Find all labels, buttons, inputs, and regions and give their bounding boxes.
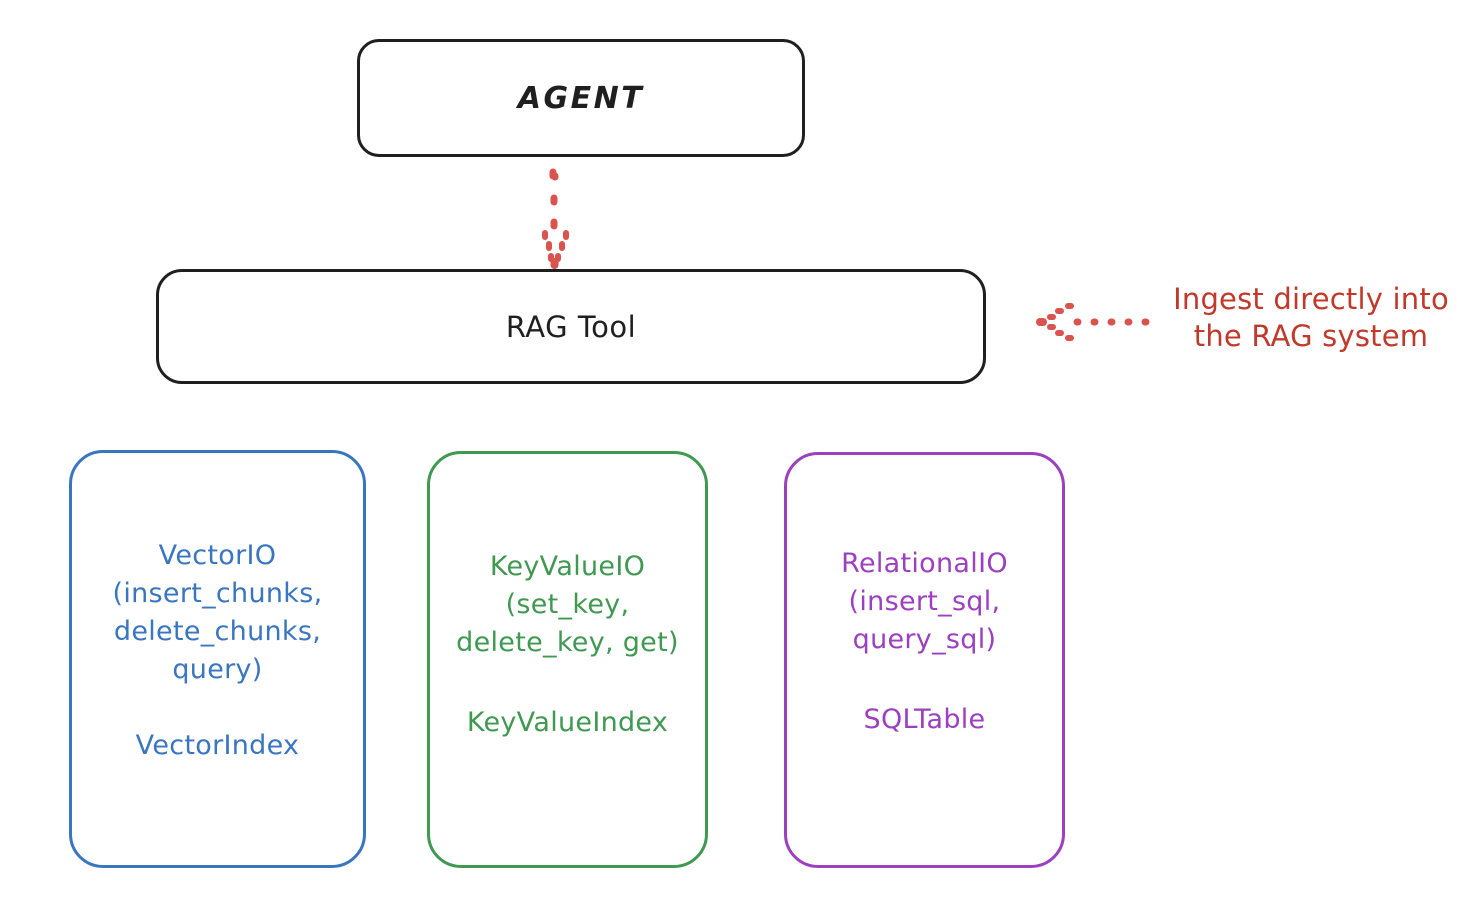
key-value-io-index: KeyValueIndex [466,707,669,738]
relational-io-node[interactable]: RelationalIO (insert_sql, query_sql) SQL… [784,452,1065,868]
agent-node-label: AGENT [517,80,645,116]
key-value-io-title: KeyValueIO (set_key, delete_key, get) [456,551,679,658]
agent-node[interactable]: AGENT [357,39,805,157]
relational-io-title: RelationalIO (insert_sql, query_sql) [841,548,1008,655]
rag-tool-node-label: RAG Tool [505,309,637,344]
vector-io-node[interactable]: VectorIO (insert_chunks, delete_chunks, … [69,450,366,868]
relational-io-index: SQLTable [863,704,986,735]
ingest-note-arrow [1036,303,1150,341]
key-value-io-node[interactable]: KeyValueIO (set_key, delete_key, get) Ke… [427,451,708,868]
ingest-note-label: Ingest directly into the RAG system [1173,282,1449,353]
vector-io-index: VectorIndex [135,730,300,761]
vector-io-title: VectorIO (insert_chunks, delete_chunks, … [112,540,323,685]
rag-tool-node[interactable]: RAG Tool [156,269,986,384]
